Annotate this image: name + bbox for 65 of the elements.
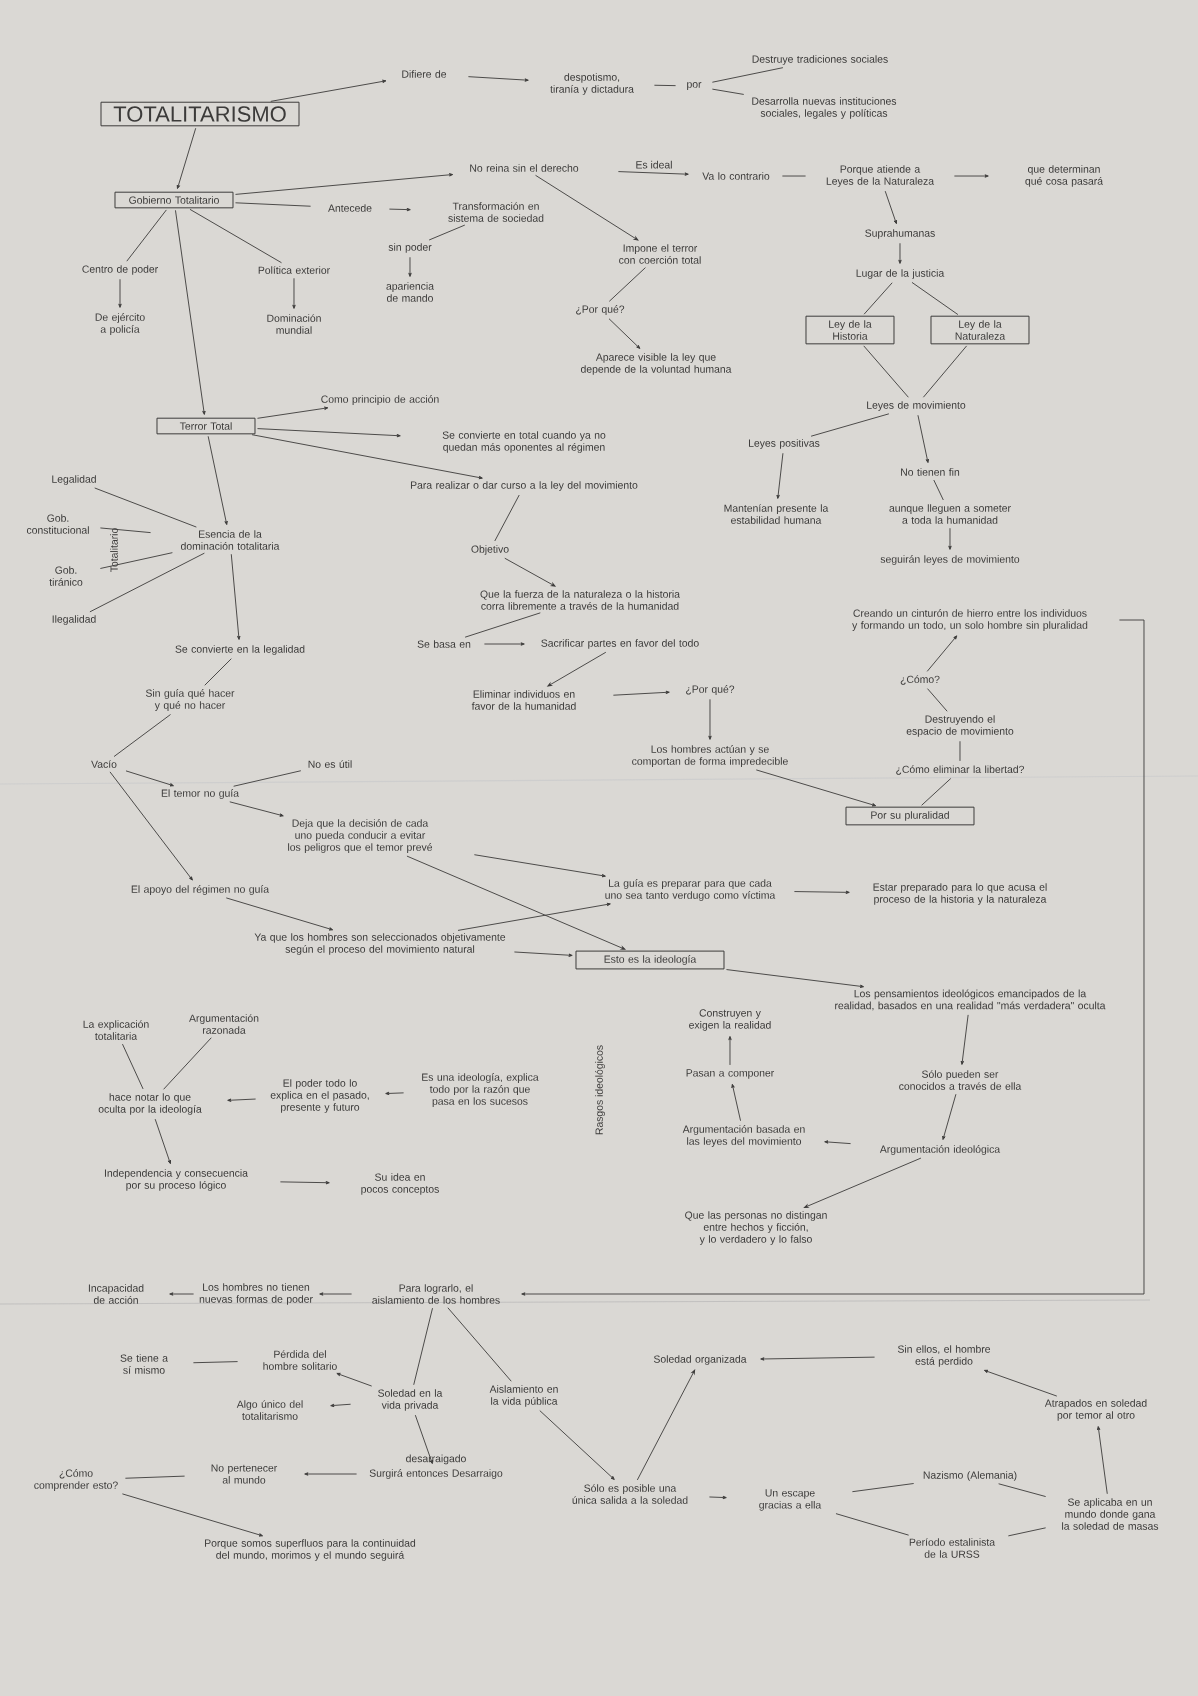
- arrow: [926, 635, 958, 672]
- arrow: [385, 1091, 405, 1096]
- arrow: [175, 209, 206, 415]
- arrow: [708, 1495, 727, 1500]
- arrow: [406, 855, 626, 950]
- arrow: [636, 1369, 696, 1481]
- arrow: [760, 1356, 876, 1361]
- arrow: [612, 690, 670, 696]
- arrow: [292, 277, 296, 309]
- arrow: [414, 1414, 433, 1465]
- arrow: [521, 619, 1145, 1296]
- arrow: [960, 1014, 969, 1065]
- title-box: TOTALITARISMO: [100, 101, 300, 127]
- arrow: [207, 435, 228, 526]
- arrow: [230, 553, 241, 640]
- arrow: [154, 1118, 171, 1165]
- arrow: [270, 79, 387, 102]
- arrow: [803, 1157, 922, 1208]
- arrow: [330, 1403, 352, 1408]
- arrow: [942, 1093, 957, 1140]
- arrow: [504, 557, 556, 587]
- arrow: [608, 318, 641, 349]
- arrow: [109, 771, 193, 881]
- arrow: [953, 174, 989, 178]
- arrow: [948, 527, 952, 550]
- arrow: [547, 651, 607, 687]
- arrow: [235, 173, 454, 195]
- arrow: [917, 414, 929, 464]
- arrow: [279, 1181, 330, 1185]
- arrow: [169, 1292, 195, 1296]
- arrow: [229, 801, 284, 817]
- arrow: [467, 76, 529, 82]
- arrow: [225, 897, 334, 931]
- arrow: [726, 969, 865, 988]
- arrow: [1096, 1426, 1108, 1495]
- arrow: [731, 1083, 741, 1122]
- arrow: [176, 127, 197, 189]
- arrow: [776, 452, 784, 499]
- arrow: [728, 1035, 732, 1066]
- arrow: [304, 1472, 358, 1476]
- arrow: [227, 1098, 257, 1102]
- arrow: [457, 902, 611, 931]
- arrow: [118, 278, 122, 308]
- arrow: [473, 854, 606, 878]
- arrow: [319, 1292, 353, 1296]
- arrow: [336, 1372, 373, 1387]
- arrow: [388, 207, 411, 212]
- arrow: [483, 642, 525, 646]
- arrow: [121, 1493, 264, 1537]
- arrow: [539, 1410, 615, 1480]
- arrow: [884, 190, 897, 225]
- arrow: [251, 434, 483, 480]
- arrow: [257, 428, 401, 438]
- arrow: [983, 1369, 1058, 1397]
- arrow: [125, 770, 174, 787]
- arrow: [898, 242, 902, 264]
- arrow: [793, 890, 850, 894]
- arrow: [257, 406, 329, 419]
- arrow: [513, 951, 573, 957]
- arrow: [824, 1140, 852, 1145]
- arrow: [755, 769, 877, 807]
- arrow: [708, 698, 712, 740]
- arrow: [408, 256, 412, 277]
- arrow: [617, 171, 689, 176]
- arrow: [535, 174, 639, 241]
